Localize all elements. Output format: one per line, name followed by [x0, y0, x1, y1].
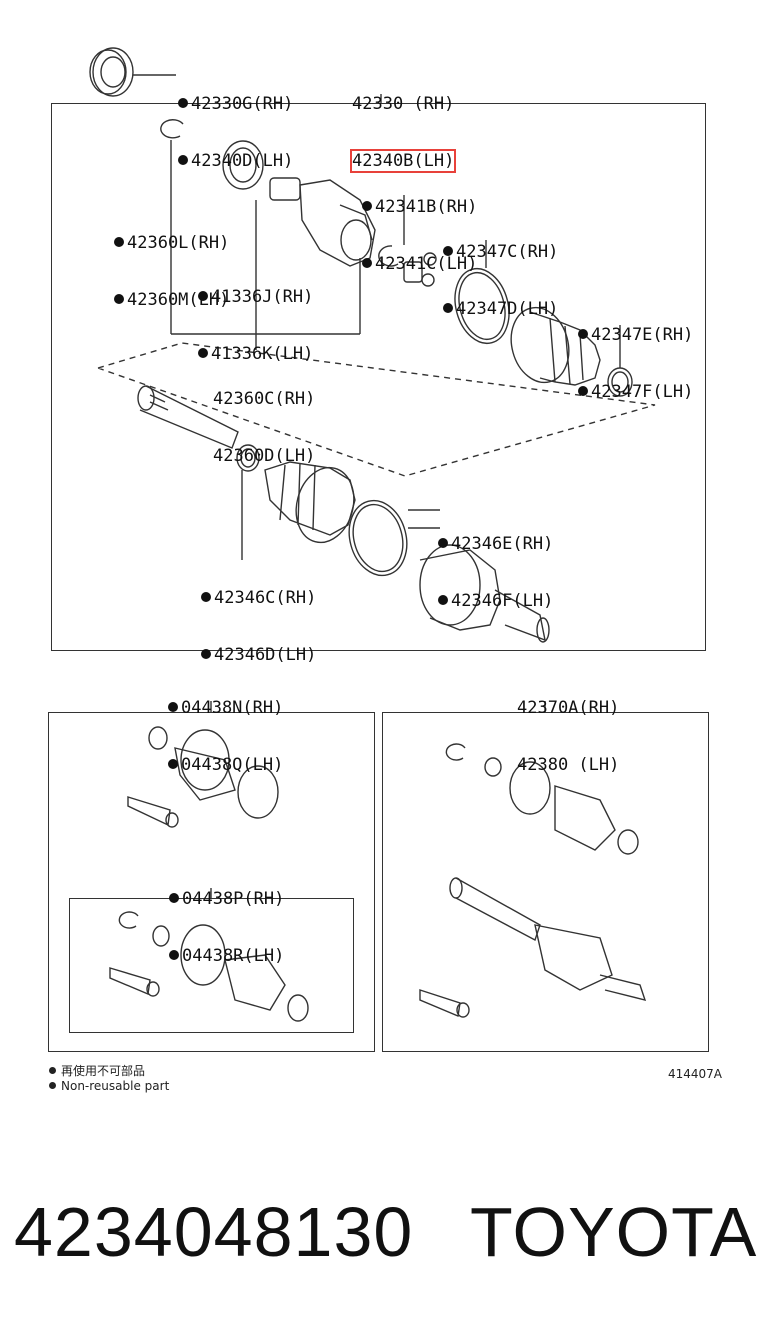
label-outboard-assy: 42370A(RH) 42380 (LH) [517, 698, 620, 775]
outer-kit-frame [48, 712, 375, 1052]
label-clamp-outer-small: 42346C(RH) 42346D(LH) [201, 551, 316, 684]
non-reusable-dot-icon [178, 155, 188, 165]
non-reusable-dot-icon [168, 759, 178, 769]
inner-kit-frame [69, 898, 354, 1033]
brand-name: TOYOTA [470, 1193, 758, 1271]
label-assembly: 42330 (RH) 42340B(LH) [349, 94, 457, 173]
outer-boot-icon [265, 461, 362, 549]
non-reusable-dot-icon [362, 258, 372, 268]
non-reusable-dot-icon [114, 294, 124, 304]
non-reusable-dot-icon [438, 538, 448, 548]
inboard-joint-icon [270, 178, 375, 266]
drive-shaft-icon [138, 386, 238, 448]
non-reusable-dot-icon [362, 201, 372, 211]
non-reusable-dot-icon [578, 329, 588, 339]
dust-cover-icon [223, 141, 263, 189]
label-boot-kit-outer: 04438N(RH) 04438Q(LH) [168, 661, 283, 794]
non-reusable-dot-icon [443, 246, 453, 256]
label-seal: 42330G(RH) 42340D(LH) [178, 57, 293, 190]
label-clamp-outer: 42346E(RH) 42346F(LH) [438, 497, 553, 630]
snap-ring-icon [161, 120, 183, 138]
non-reusable-dot-icon [578, 386, 588, 396]
label-ring: 42341B(RH) 42341C(LH) [362, 160, 477, 293]
non-reusable-dot-icon [198, 348, 208, 358]
non-reusable-dot-icon [169, 893, 179, 903]
inner-boot-kit-icon [110, 888, 308, 1021]
legend-dot-icon [49, 1082, 56, 1089]
part-number: 4234048130 [14, 1193, 414, 1271]
label-clamp-small: 42347E(RH) 42347F(LH) [578, 288, 693, 421]
non-reusable-dot-icon [168, 702, 178, 712]
reference-code: 414407A [668, 1067, 723, 1081]
oil-seal-icon [90, 48, 176, 96]
clamp-small-icon [608, 325, 632, 396]
non-reusable-dot-icon [198, 291, 208, 301]
legend: 再使用不可部品 Non-reusable part [49, 1064, 169, 1094]
non-reusable-dot-icon [201, 649, 211, 659]
label-clamp-inner: 42347C(RH) 42347D(LH) [443, 205, 558, 338]
outer-boot-kit-icon [128, 701, 278, 827]
non-reusable-dot-icon [443, 303, 453, 313]
main-assembly-frame [51, 103, 706, 651]
label-boot-kit-inner: 04438P(RH) 04438R(LH) [169, 852, 284, 985]
outboard-assy-icon [420, 701, 645, 1017]
tripod-icon [379, 195, 436, 286]
highlighted-part-number[interactable]: 42340B(LH) [349, 149, 457, 173]
non-reusable-dot-icon [178, 98, 188, 108]
non-reusable-dot-icon [438, 595, 448, 605]
legend-dot-icon [49, 1067, 56, 1074]
shaft-plane [98, 343, 655, 476]
label-inboard-joint: 42360C(RH) 42360D(LH) [213, 389, 316, 466]
clamp-outer-large-icon [341, 494, 415, 582]
non-reusable-dot-icon [201, 592, 211, 602]
non-reusable-dot-icon [169, 950, 179, 960]
non-reusable-dot-icon [114, 237, 124, 247]
outboard-assy-frame [382, 712, 709, 1052]
clamp-outer-small-icon [237, 445, 259, 560]
clamp-large-icon [447, 240, 517, 349]
label-dust-cover: 41336J(RH) 41336K(LH) [198, 250, 313, 383]
outboard-joint-icon [420, 545, 549, 642]
inner-boot-icon [503, 301, 600, 389]
